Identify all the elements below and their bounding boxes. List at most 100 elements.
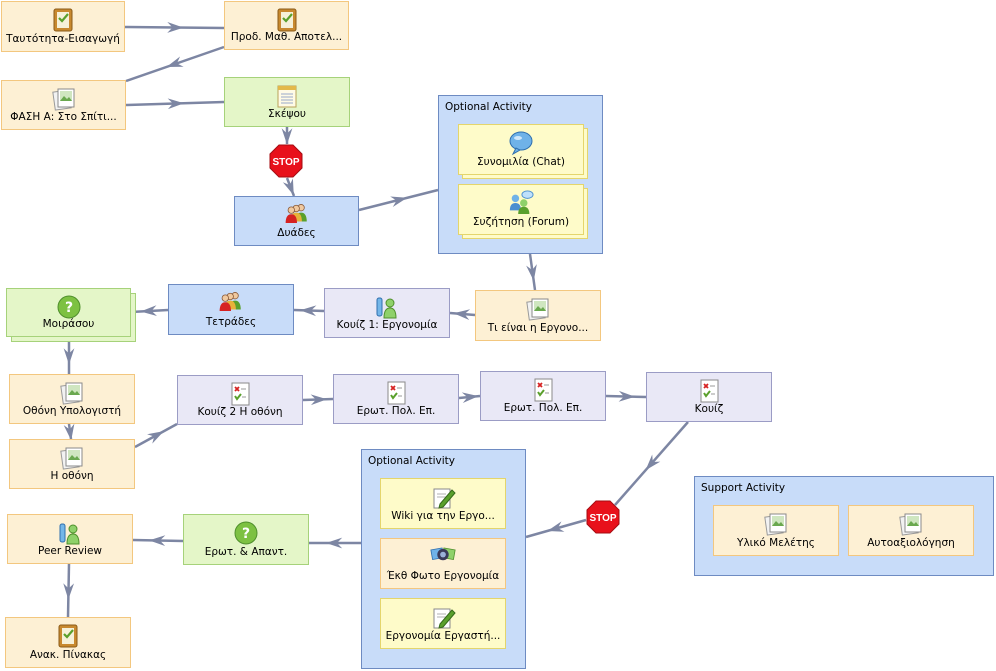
stop-label: STOP (589, 513, 616, 524)
arrowhead-icon (310, 394, 327, 406)
activity-node[interactable]: ?Μοιράσου (6, 288, 131, 337)
notebook-icon (55, 623, 81, 649)
activity-label: Σκέψου (268, 108, 306, 120)
arrowhead-icon (281, 128, 293, 145)
group-title: Optional Activity (445, 101, 532, 113)
arrowhead-icon (63, 583, 75, 600)
activity-node[interactable]: Οθόνη Υπολογιστή (9, 374, 135, 424)
arrowhead-icon (167, 22, 184, 33)
activity-node[interactable]: Υλικό Μελέτης (713, 505, 839, 556)
activity-label: Ανακ. Πίνακας (29, 649, 107, 661)
question-icon: ? (233, 520, 259, 546)
activity-node[interactable]: ? Ερωτ. & Απαντ. (183, 514, 309, 565)
arrowhead-icon (326, 537, 343, 549)
activity-label: Αυτοαξιολόγηση (867, 537, 955, 549)
activity-node[interactable]: Εργονομία Εργαστή... (380, 598, 506, 649)
gallery-icon (430, 544, 456, 570)
chat-icon (508, 130, 534, 156)
image-icon (763, 511, 789, 537)
activity-label: Υλικό Μελέτης (737, 537, 815, 549)
arrowhead-icon (453, 309, 471, 320)
stop-gate-icon[interactable]: STOP (269, 144, 303, 178)
arrowhead-icon (461, 392, 479, 404)
arrowhead-icon (547, 521, 565, 532)
activity-label: ΦΑΣΗ Α: Στο Σπίτι... (10, 111, 117, 123)
activity-node[interactable]: Τετράδες (168, 284, 294, 335)
activity-node[interactable]: Συζήτηση (Forum) (458, 184, 584, 235)
activity-node[interactable]: Peer Review (7, 514, 133, 564)
svg-text:?: ? (242, 526, 250, 542)
activity-label: Ταυτότητα-Εισαγωγή (6, 33, 120, 45)
image-icon (898, 511, 924, 537)
arrowhead-icon (63, 423, 75, 441)
activity-label: Wiki για την Εργο... (391, 510, 495, 522)
quiz-icon (530, 377, 556, 403)
activity-label: Μοιράσου (42, 318, 95, 330)
survey-icon (57, 520, 83, 546)
activity-node[interactable]: Κουίζ 2 Η οθόνη (177, 375, 303, 425)
notebook-icon (50, 7, 76, 33)
activity-label: Κουίζ (694, 403, 724, 415)
activity-label: Συνομιλία (Chat) (477, 156, 565, 168)
activity-node[interactable]: Ταυτότητα-Εισαγωγή (1, 1, 125, 52)
activity-node[interactable]: Κουίζ (646, 372, 772, 422)
activity-node[interactable]: Ερωτ. Πολ. Επ. (333, 374, 459, 424)
activity-label: Peer Review (38, 545, 102, 557)
stop-gate-icon[interactable]: STOP (586, 500, 620, 534)
image-icon (59, 445, 85, 471)
activity-node[interactable]: Αυτοαξιολόγηση (848, 505, 974, 556)
activity-node[interactable]: ΦΑΣΗ Α: Στο Σπίτι... (1, 80, 126, 130)
activity-node[interactable]: Έκθ Φωτο Εργονομία (380, 538, 506, 589)
activity-label: Κουίζ 1: Εργονομία (336, 319, 438, 331)
activity-label: Οθόνη Υπολογιστή (22, 405, 122, 417)
activity-node[interactable]: Σκέψου (224, 77, 350, 127)
notebook-icon (274, 7, 300, 33)
quiz-icon (696, 378, 722, 404)
activity-label: Δυάδες (277, 227, 316, 239)
question-icon: ? (56, 294, 82, 320)
group-title: Optional Activity (368, 455, 455, 467)
activity-node[interactable]: Δυάδες (234, 196, 359, 246)
activity-node[interactable]: Ανακ. Πίνακας (5, 617, 131, 668)
notepad-icon (274, 83, 300, 109)
arrowhead-icon (63, 348, 75, 365)
arrowhead-icon (390, 196, 408, 207)
activity-label: Τι είναι η Εργονο... (487, 322, 589, 334)
activity-node[interactable]: Προδ. Μαθ. Αποτελ... (224, 1, 349, 50)
activity-node[interactable]: Ερωτ. Πολ. Επ. (480, 371, 606, 421)
activity-label: Εργονομία Εργαστή... (385, 630, 501, 642)
arrowhead-icon (618, 390, 635, 402)
activity-label: Ερωτ. & Απαντ. (204, 546, 288, 558)
wiki-icon (430, 604, 456, 630)
forum-icon (508, 190, 534, 216)
quiz-icon (227, 381, 253, 407)
stop-label: STOP (272, 157, 299, 168)
arrowhead-icon (149, 535, 166, 547)
image-icon (525, 296, 551, 322)
group-title: Support Activity (701, 482, 786, 494)
image-icon (59, 380, 85, 406)
activity-node[interactable]: Κουίζ 1: Εργονομία (324, 288, 450, 338)
arrowhead-icon (526, 264, 537, 281)
wiki-icon (430, 484, 456, 510)
image-icon (51, 86, 77, 112)
arrowhead-icon (167, 98, 184, 110)
activity-label: Προδ. Μαθ. Αποτελ... (230, 31, 343, 43)
arrowhead-icon (282, 178, 294, 196)
survey-icon (374, 294, 400, 320)
activity-label: Συζήτηση (Forum) (472, 216, 570, 228)
activity-node[interactable]: Wiki για την Εργο... (380, 478, 506, 529)
activity-label: Τετράδες (205, 316, 257, 328)
arrowhead-icon (645, 454, 661, 471)
arrowhead-icon (166, 56, 184, 67)
activity-label: Κουίζ 2 Η οθόνη (197, 406, 283, 418)
activity-node[interactable]: Συνομιλία (Chat) (458, 124, 584, 175)
activity-label: Ερωτ. Πολ. Επ. (503, 402, 583, 414)
activity-node[interactable]: Τι είναι η Εργονο... (475, 290, 601, 341)
activity-node[interactable]: Η οθόνη (9, 439, 135, 489)
arrowhead-icon (147, 431, 164, 444)
group-icon (218, 290, 244, 316)
activity-label: Έκθ Φωτο Εργονομία (386, 570, 500, 582)
activity-label: Ερωτ. Πολ. Επ. (356, 405, 436, 417)
